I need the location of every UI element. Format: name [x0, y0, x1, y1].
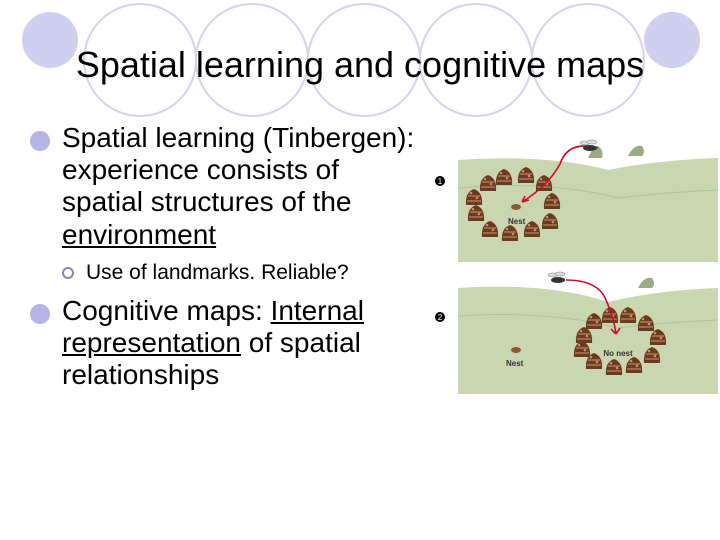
- svg-text:2: 2: [438, 313, 443, 322]
- underlined-term: Internal representation: [62, 294, 364, 359]
- no-nest-label: No nest: [603, 349, 633, 358]
- bullet-spatial-learning: Spatial learning (Tinbergen): experience…: [30, 122, 420, 251]
- nest-hole: [511, 204, 521, 210]
- title-ring-decoration: [22, 3, 700, 117]
- bullet-dot: [30, 303, 50, 324]
- panel-1: 1 Nest: [435, 139, 718, 262]
- wasp-icon: [547, 271, 566, 283]
- panel-2: 2 Nest No nest: [435, 271, 718, 394]
- nest-label: Nest: [508, 217, 526, 226]
- bullet-list: Spatial learning (Tinbergen): experience…: [30, 122, 420, 401]
- wasp-path: [565, 279, 617, 335]
- panel-2-number-badge: [435, 312, 445, 322]
- nest-hole: [511, 347, 521, 353]
- tinbergen-wasp-figure: 1 Nest 2 Nest No nest: [435, 139, 718, 394]
- nest-label: Nest: [506, 359, 524, 368]
- panel-1-number-badge: [435, 176, 445, 186]
- sub-bullet-ring: [62, 266, 74, 279]
- underlined-term: environment: [62, 218, 217, 250]
- bullet-cognitive-maps: Cognitive maps: Internal representation …: [30, 295, 420, 392]
- bullet-dot: [30, 131, 50, 151]
- wasp-icon: [579, 139, 598, 151]
- slide-title: Spatial learning and cognitive maps: [75, 44, 645, 85]
- sub-bullet-landmarks: Use of landmarks. Reliable?: [60, 261, 420, 285]
- svg-text:1: 1: [438, 177, 443, 186]
- wasp-path: [521, 145, 599, 203]
